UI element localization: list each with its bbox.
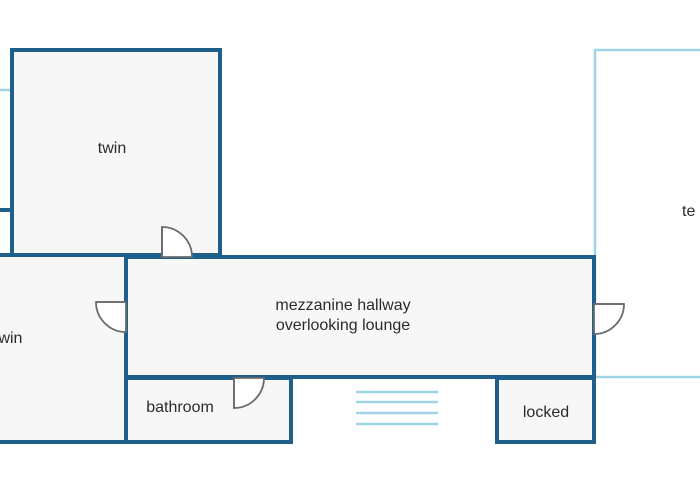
door-icon[interactable] [95, 301, 127, 333]
locked-label: locked [523, 404, 569, 421]
hallway-label-line2: overlooking lounge [276, 317, 410, 334]
hallway-label-line1: mezzanine hallway [275, 297, 410, 314]
twin-room-top[interactable] [10, 48, 222, 257]
terrace-label: te [682, 203, 695, 220]
door-icon[interactable] [593, 303, 625, 335]
door-icon[interactable] [233, 377, 265, 409]
twin-room-left[interactable] [0, 253, 128, 444]
locked-room[interactable] [495, 376, 596, 444]
bathroom-room[interactable] [124, 376, 293, 444]
twin-left-label: twin [0, 330, 22, 347]
door-icon[interactable] [161, 226, 193, 258]
stairs-icon [356, 390, 438, 426]
bathroom-label: bathroom [146, 399, 214, 416]
twin-top-label: twin [98, 140, 126, 157]
